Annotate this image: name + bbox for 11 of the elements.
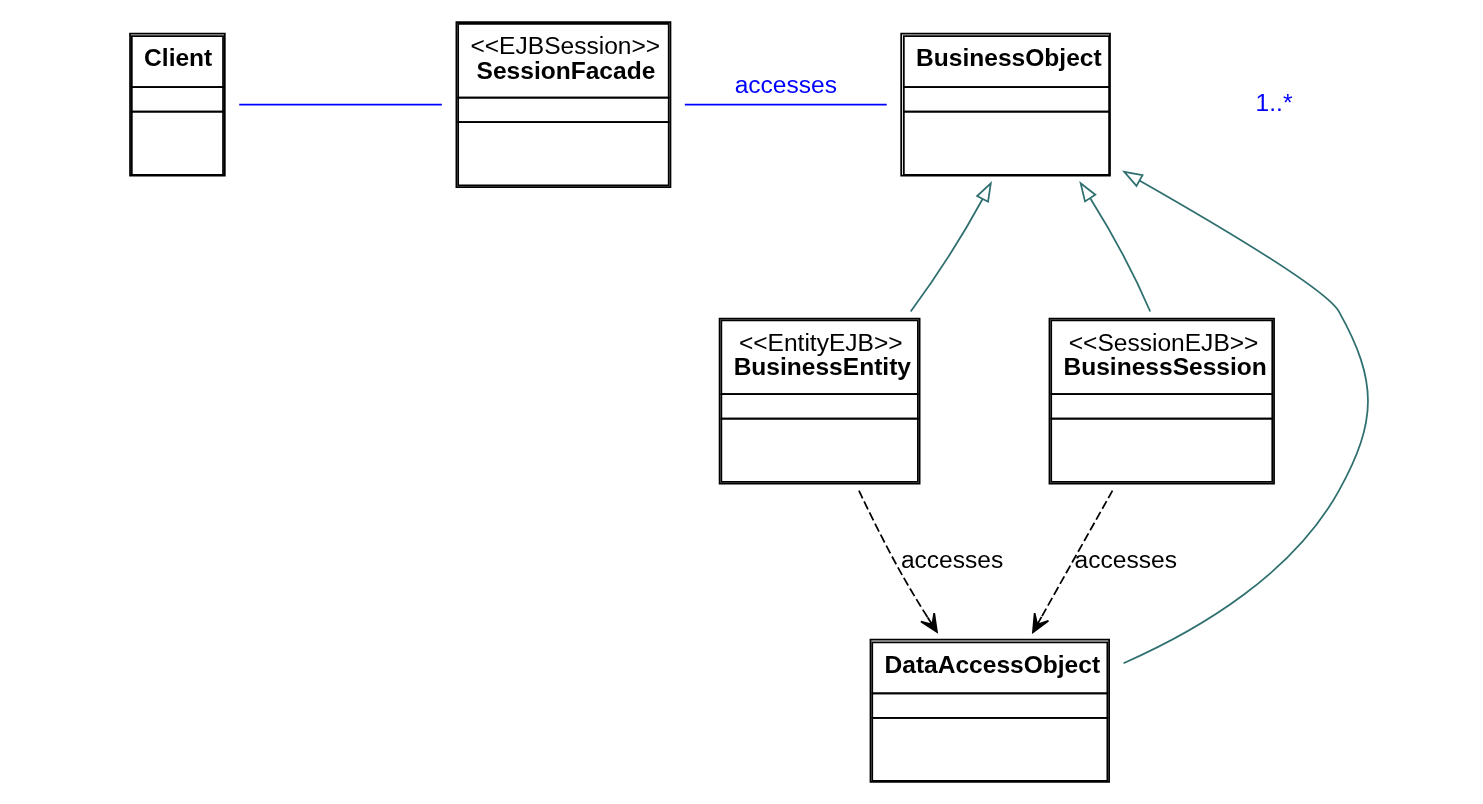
connector: [237, 103, 443, 106]
arrow: [1031, 489, 1113, 634]
arrow: [1078, 181, 1151, 313]
arrow: [1121, 170, 1369, 665]
edge-label: accesses: [734, 70, 837, 98]
edge-label: accesses: [900, 546, 1003, 574]
arrow: [909, 181, 992, 313]
edge-label: accesses: [1074, 546, 1177, 574]
connector: [683, 103, 888, 106]
arrow: [857, 489, 938, 633]
label: 1..*: [1255, 89, 1292, 117]
